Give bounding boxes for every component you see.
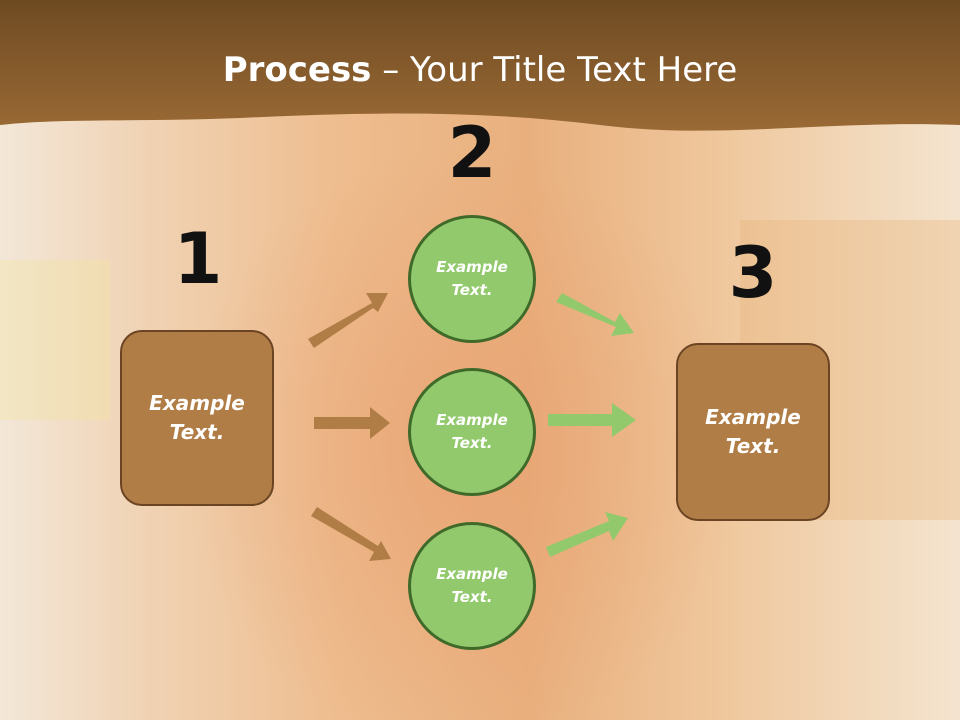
arrow-middle-to-right: [548, 403, 636, 437]
circle-middle: Example Text.: [408, 368, 536, 496]
left-box-text: Example Text.: [149, 391, 245, 444]
arrow-left-to-bottom: [311, 507, 391, 561]
circle-top-text: Example Text.: [436, 258, 508, 299]
arrow-top-to-right: [556, 293, 634, 336]
circle-bottom: Example Text.: [408, 522, 536, 650]
right-box: Example Text.: [676, 343, 830, 521]
circle-middle-text: Example Text.: [436, 411, 508, 452]
circle-bottom-text: Example Text.: [436, 565, 508, 606]
arrow-left-to-middle: [314, 407, 390, 439]
title-bold: Process: [222, 50, 372, 90]
circle-top: Example Text.: [408, 215, 536, 343]
step-number-1: 1: [173, 218, 223, 300]
title-rest: – Your Title Text Here: [371, 50, 738, 90]
arrow-bottom-to-right: [546, 512, 628, 557]
left-box: Example Text.: [120, 330, 274, 506]
page-title: Process – Your Title Text Here: [0, 50, 960, 90]
right-box-text: Example Text.: [705, 405, 801, 458]
step-number-3: 3: [728, 232, 778, 314]
arrow-left-to-top: [308, 293, 388, 348]
step-number-2: 2: [447, 112, 497, 194]
